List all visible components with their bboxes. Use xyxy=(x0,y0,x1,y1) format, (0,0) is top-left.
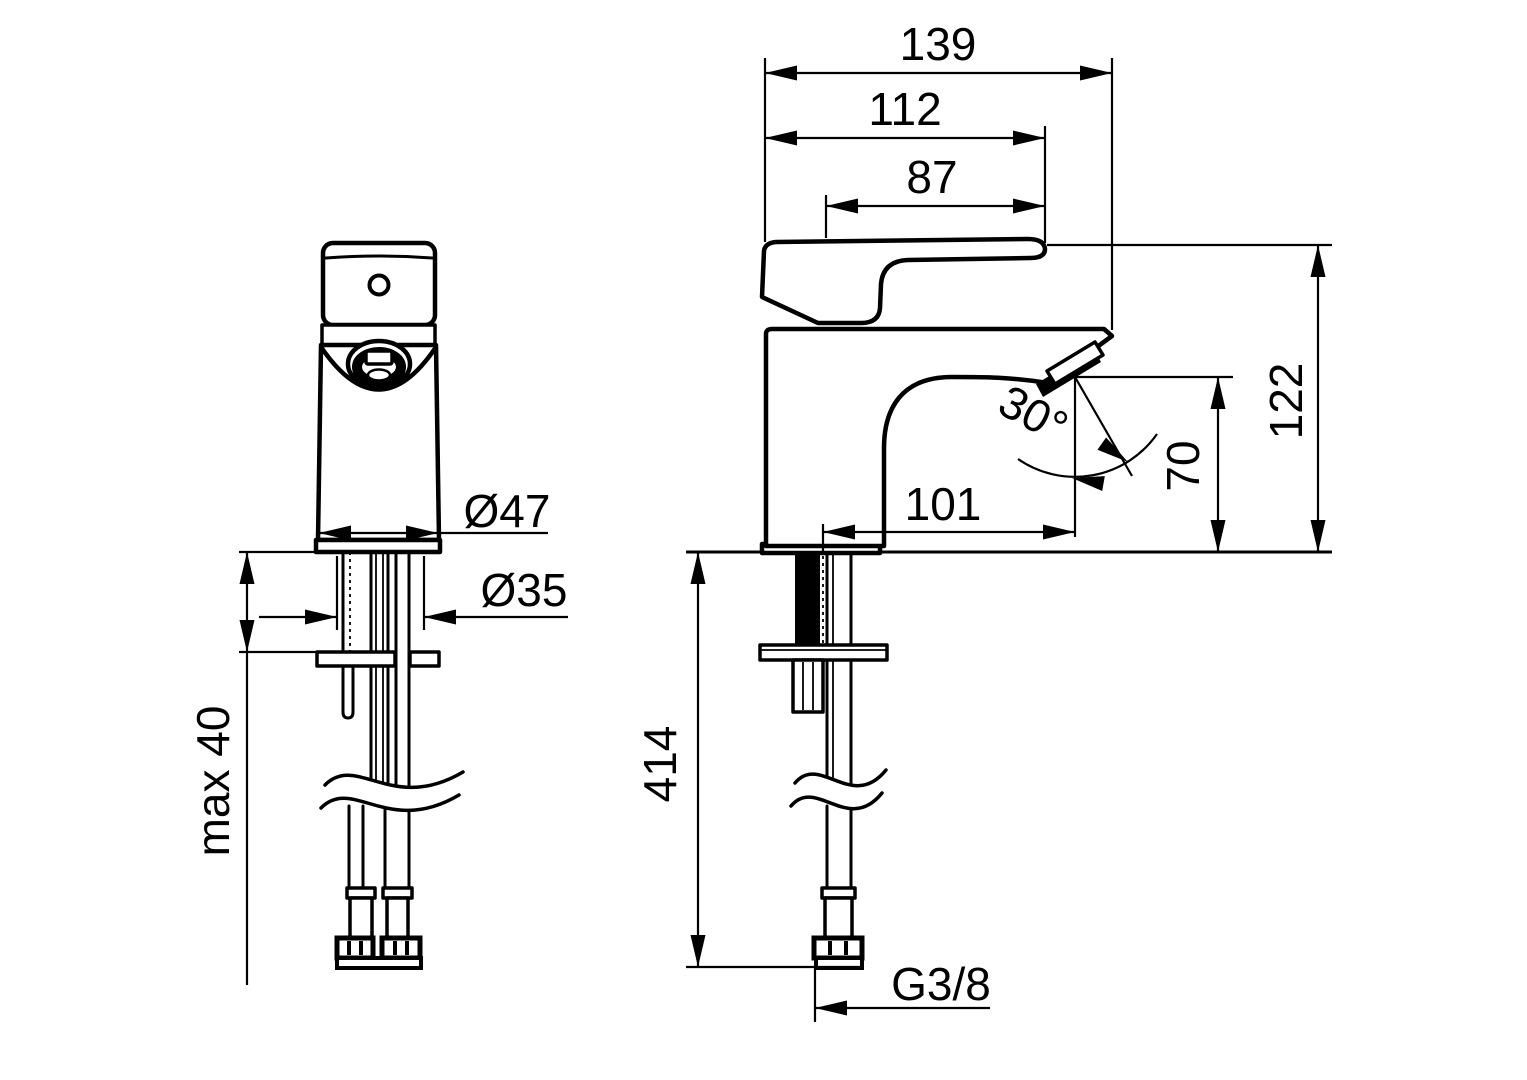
front-mounting-plate-left xyxy=(315,650,397,668)
break-line xyxy=(789,791,884,811)
total-depth-label: 139 xyxy=(900,18,977,70)
dim-hose-length: 414 xyxy=(634,552,863,969)
side-body xyxy=(763,326,1115,549)
dim-connection-thread: G3/8 xyxy=(813,958,991,1022)
dim-total-height: 122 xyxy=(1047,243,1332,552)
dim-spout-angle: 30° xyxy=(991,375,1158,537)
mounting-stud xyxy=(341,660,355,720)
mounting-hole-diameter-label: Ø35 xyxy=(481,564,568,616)
hose-nut xyxy=(379,935,423,961)
front-body xyxy=(313,323,443,555)
front-base-plate xyxy=(313,537,443,555)
side-view: 139 112 87 122 xyxy=(634,18,1332,1022)
break-line xyxy=(319,793,461,813)
spout-reach-label: 101 xyxy=(905,478,982,530)
hose-nut xyxy=(334,935,376,961)
side-lever xyxy=(759,236,1048,326)
dim-total-depth: 139 xyxy=(763,18,1114,330)
total-height-label: 122 xyxy=(1260,363,1312,440)
front-supply-pipes xyxy=(315,550,465,970)
front-mounting-plate-right xyxy=(408,650,441,668)
break-line xyxy=(793,768,888,788)
max-deck-thickness-label: max 40 xyxy=(187,706,239,857)
dim-mounting-hole-diameter: Ø35 xyxy=(259,556,568,630)
spout-angle-label: 30° xyxy=(991,375,1077,454)
side-supply-pipe xyxy=(758,550,889,970)
spout-outlet-height-label: 70 xyxy=(1157,440,1209,491)
dim-max-deck-thickness: max 40 xyxy=(187,550,317,985)
side-mounting-plate xyxy=(758,643,889,662)
threaded-stud xyxy=(795,552,820,646)
lever-length-label: 87 xyxy=(906,151,957,203)
handle-pin-hole xyxy=(367,273,391,297)
dim-spout-reach: 101 xyxy=(821,478,1075,552)
aerator-step xyxy=(1045,340,1105,386)
dim-spout-diameter: Ø47 xyxy=(319,485,550,541)
front-handle xyxy=(320,240,438,328)
dim-spout-outlet-height: 70 xyxy=(1075,375,1233,552)
spout-diameter-label: Ø47 xyxy=(464,485,551,537)
connection-thread-label: G3/8 xyxy=(891,958,991,1010)
front-view: Ø47 Ø35 max 40 xyxy=(187,240,568,985)
dim-lever-length: 87 xyxy=(824,151,1045,238)
break-line xyxy=(323,770,465,790)
stud-hex xyxy=(791,658,825,714)
hose-nut xyxy=(811,935,865,961)
body-depth-label: 112 xyxy=(868,83,941,135)
dim-body-depth: 112 xyxy=(765,83,1047,243)
hose-length-label: 414 xyxy=(634,726,686,803)
front-aerator xyxy=(345,338,413,390)
